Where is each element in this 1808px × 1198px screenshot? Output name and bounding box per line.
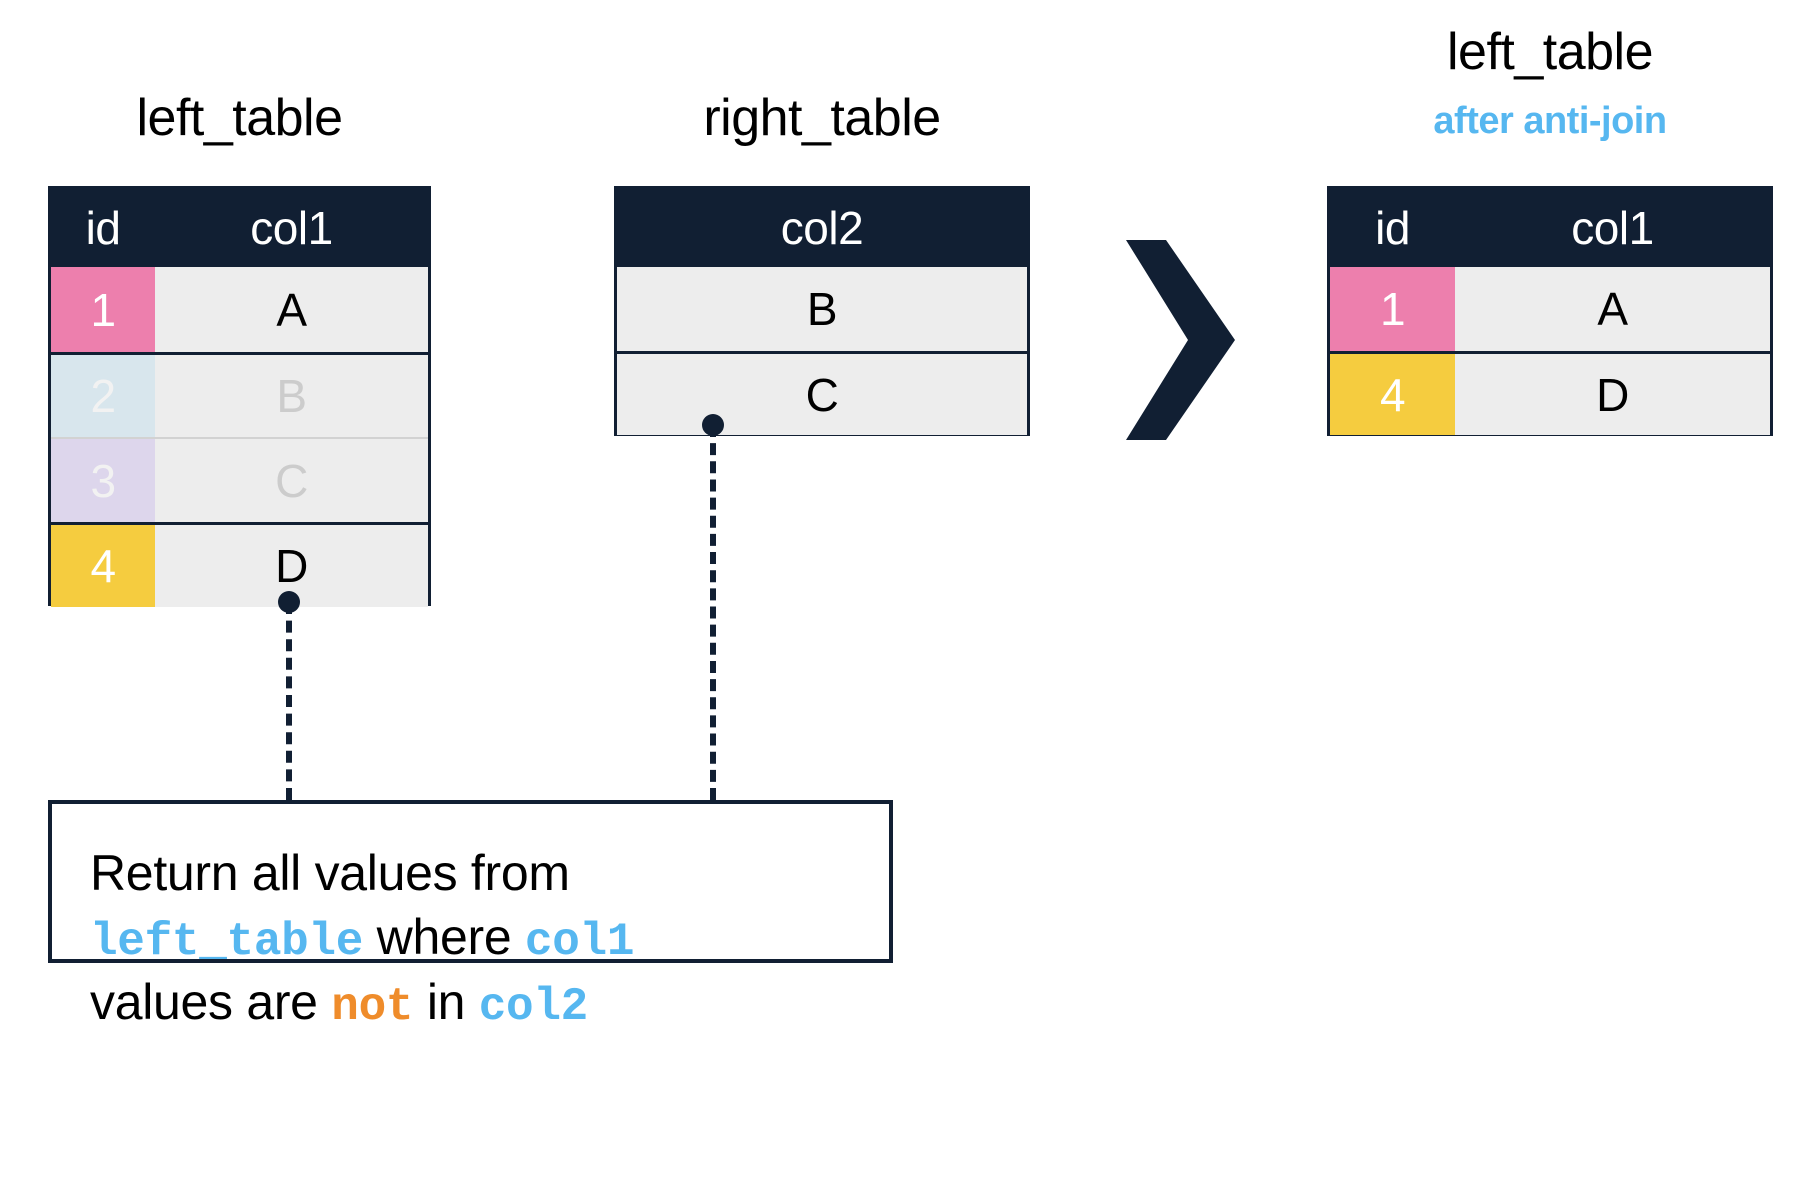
result-row-1-col1: A [1455,267,1770,351]
left-table-header-row: id col1 [51,189,428,267]
result-table: id col1 1 A 4 D [1327,186,1773,436]
left-table: id col1 1 A 2 B 3 C 4 D [48,186,431,607]
left-row-2-id: 2 [51,355,155,437]
right-table-header-row: col2 [617,189,1027,267]
table-row: 4 D [1330,351,1770,435]
result-table-subtitle: after anti-join [1433,100,1667,142]
chevron-right-icon [1126,240,1235,440]
left-table-header-id: id [85,202,121,254]
right-row-1-col2: B [617,267,1027,351]
code-col1: col1 [524,915,635,968]
right-table-title: right_table [703,89,941,147]
left-table-header-col1: col1 [250,202,333,254]
table-row: B [617,267,1027,351]
right-table: col2 B C [614,186,1030,436]
right-table-connector-line [710,425,716,800]
result-table-header-row: id col1 [1330,189,1770,267]
right-row-2-col2: C [617,354,1027,435]
explanation-line-1: Return all values from [90,842,889,906]
left-row-3-id: 3 [51,439,155,522]
explanation-text-values-are: values are [90,973,318,1030]
result-table-header-col1: col1 [1571,202,1654,254]
left-table-title: left_table [136,89,343,147]
table-row: C [617,351,1027,435]
explanation-line-2: left_table where col1 [90,906,889,971]
code-col2: col2 [478,980,589,1033]
result-table-header-id: id [1375,202,1410,254]
explanation-text-in: in [426,973,466,1030]
explanation-text-where: where [376,908,512,965]
left-row-1-col1: A [155,267,428,352]
left-row-1-id: 1 [51,267,155,352]
result-row-1-id: 1 [1330,267,1455,351]
table-row: 1 A [51,267,428,352]
table-row: 1 A [1330,267,1770,351]
explanation-box: Return all values from left_table where … [48,800,893,1033]
code-left-table: left_table [90,915,364,968]
left-row-3-col1: C [155,439,428,522]
table-row: 2 B [51,352,428,437]
result-table-title: left_table [1446,23,1654,81]
emphasis-not: not [331,980,414,1033]
table-row: 4 D [51,522,428,607]
result-row-2-col1: D [1455,354,1770,435]
right-table-header-col2: col2 [780,202,864,254]
result-row-2-id: 4 [1330,354,1455,435]
left-row-4-id: 4 [51,525,155,607]
left-table-connector-line [286,602,292,800]
explanation-text-1: Return all values from [90,845,570,901]
table-row: 3 C [51,437,428,522]
left-row-2-col1: B [155,355,428,437]
explanation-line-3: values are not in col2 [90,971,889,1036]
